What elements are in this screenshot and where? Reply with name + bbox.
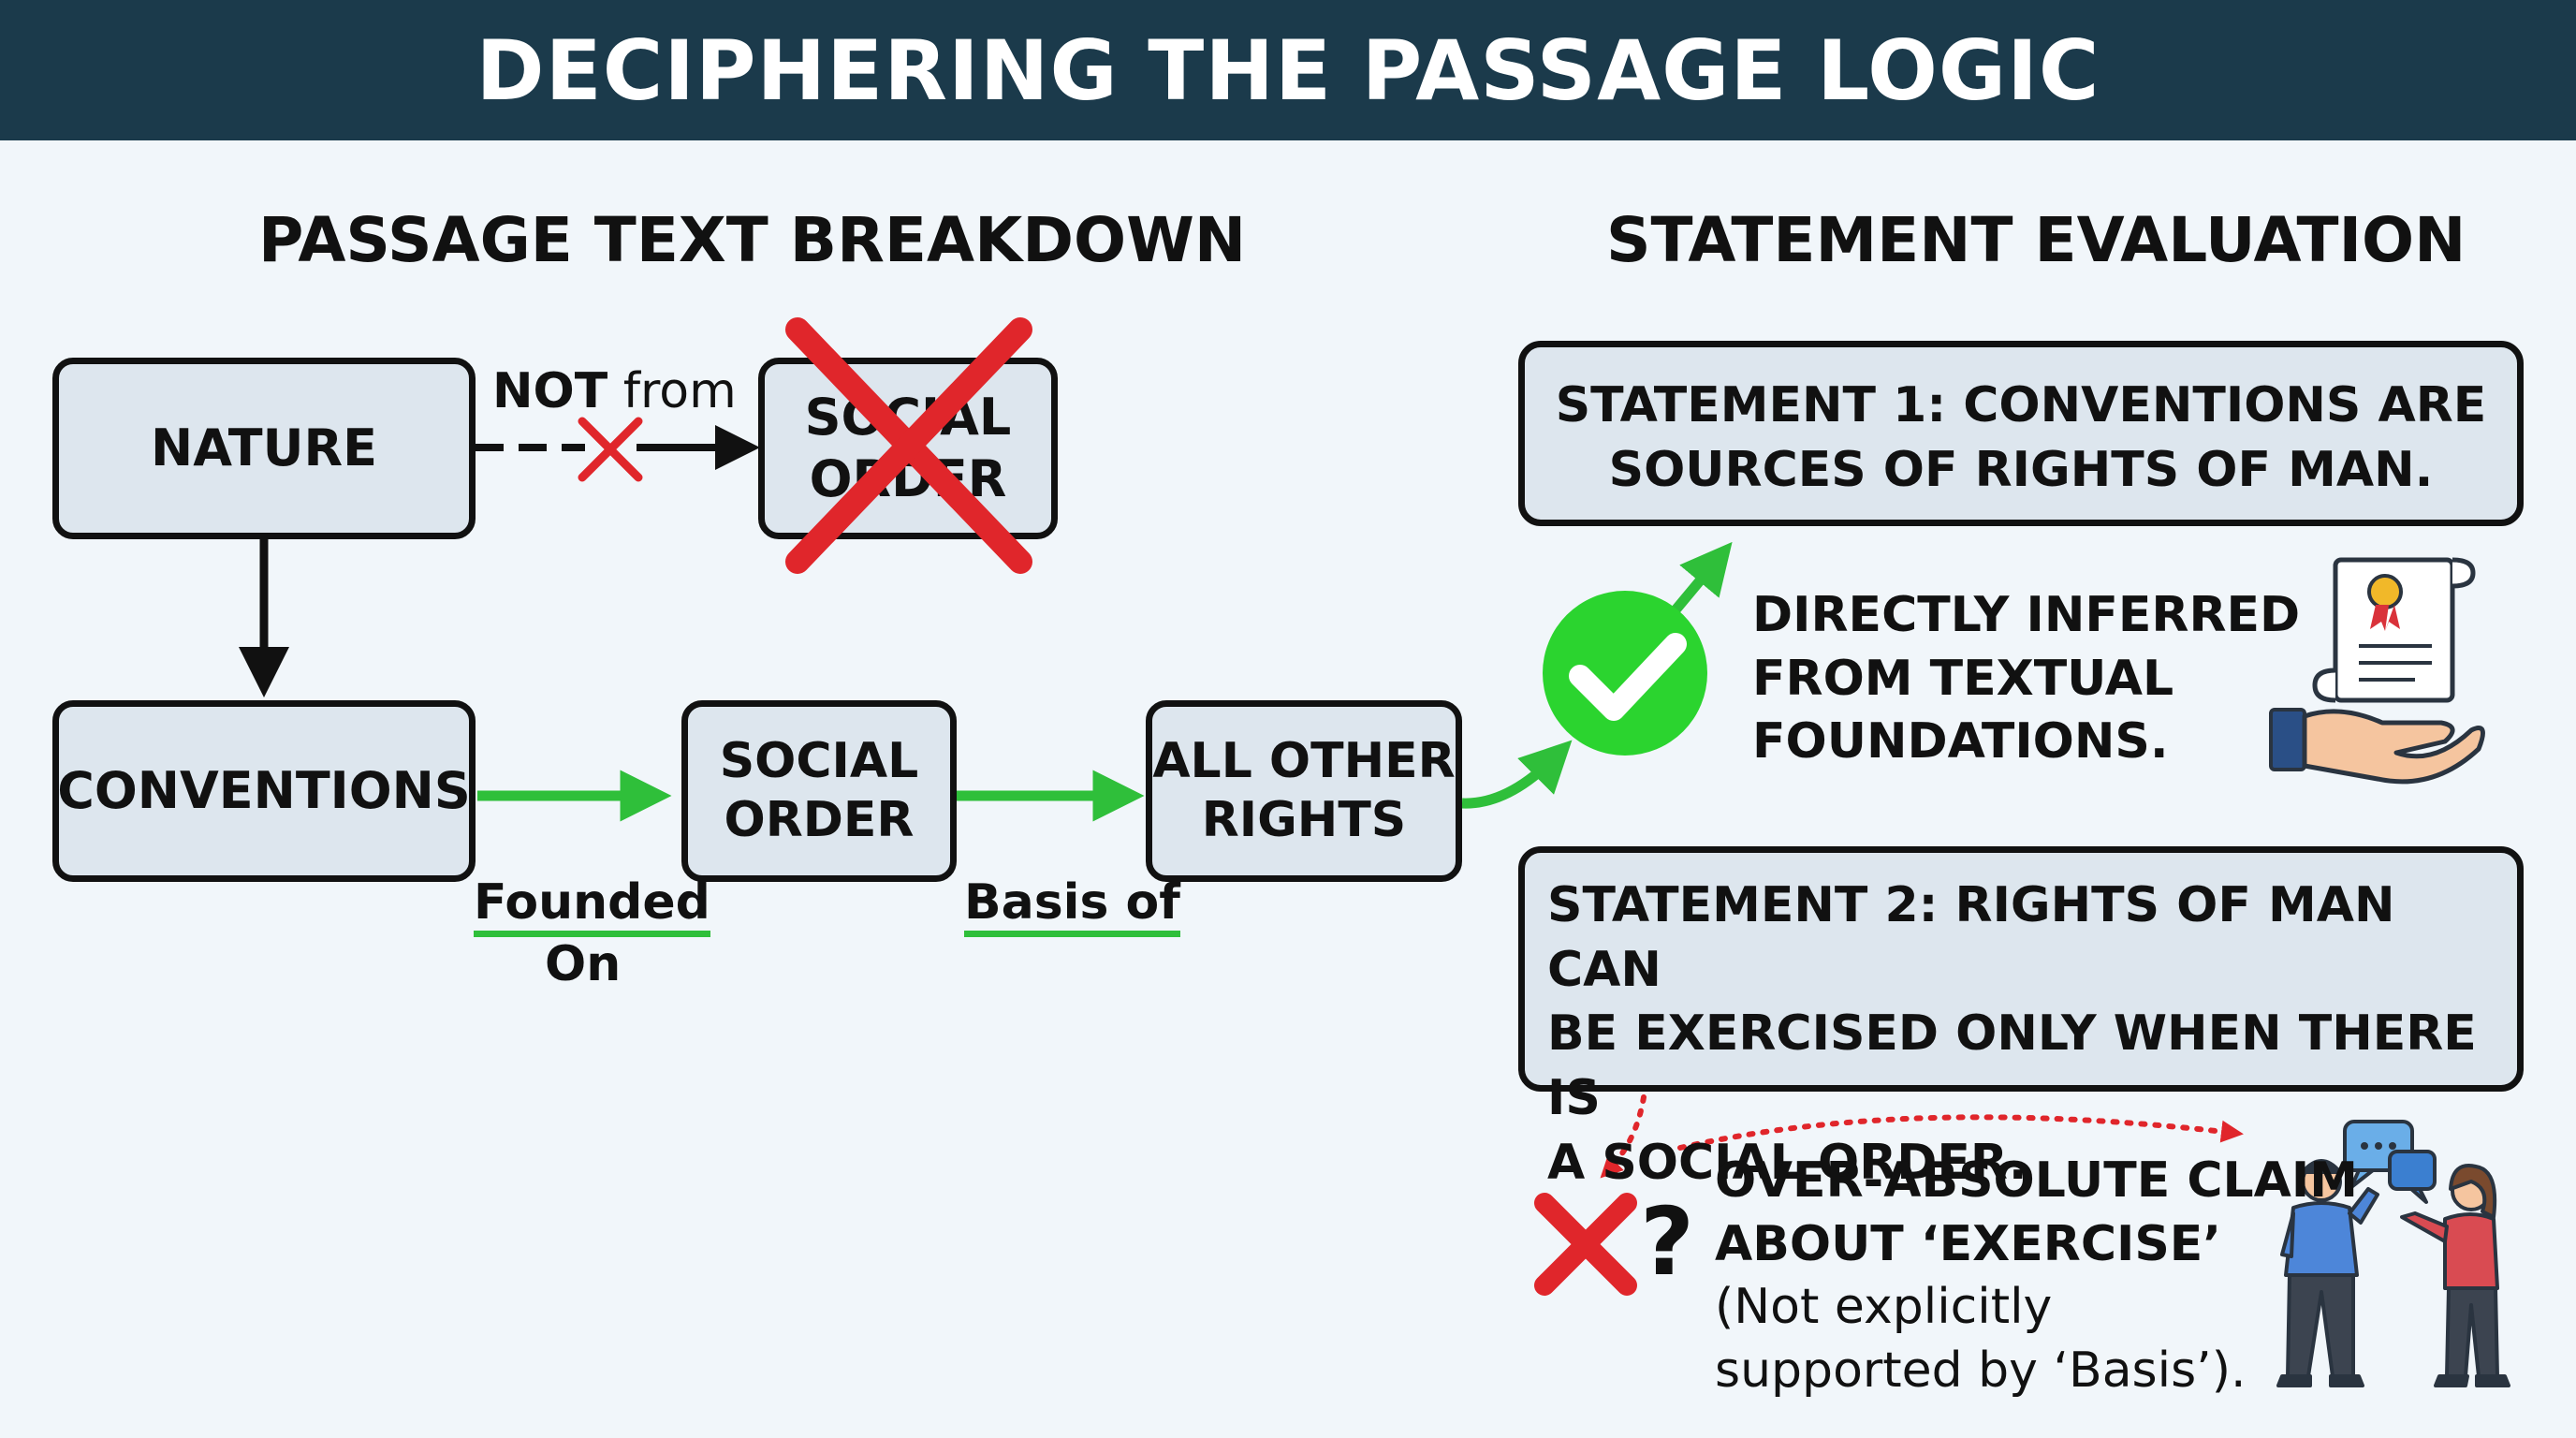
header-banner: DECIPHERING THE PASSAGE LOGIC	[0, 0, 2576, 140]
statement2-box: STATEMENT 2: RIGHTS OF MAN CAN BE EXERCI…	[1518, 846, 2524, 1191]
on-label: On	[545, 936, 622, 992]
verdict1-text: DIRECTLY INFERRED FROM TEXTUAL FOUNDATIO…	[1752, 587, 2301, 770]
rights-to-check-arrow	[1461, 740, 1573, 809]
verdict2-text: OVER-ABSOLUTE CLAIM ABOUT ‘EXERCISE’ (No…	[1715, 1152, 2358, 1399]
certificate-hand-icon	[2269, 557, 2485, 785]
cross-icon	[1534, 1193, 1637, 1296]
basis-of-label: Basis of	[964, 874, 1180, 937]
people-talking-icon	[2276, 1159, 2510, 1387]
nature-label: NATURE	[151, 418, 377, 478]
nature-box: NATURE	[52, 358, 476, 539]
conventions-label: CONVENTIONS	[57, 761, 471, 821]
social-order-box: SOCIAL ORDER	[681, 700, 957, 882]
page-title: DECIPHERING THE PASSAGE LOGIC	[476, 22, 2100, 119]
conventions-box: CONVENTIONS	[52, 700, 476, 882]
statement2-to-cross-arrow	[1600, 1094, 1647, 1179]
founded-label: Founded	[474, 874, 710, 937]
rejected-cross-icon	[785, 317, 1032, 574]
small-cross-icon	[578, 417, 643, 482]
not-from-label: NOT from	[492, 363, 737, 419]
check-icon	[1543, 591, 1707, 756]
speech-bubbles-icon	[2343, 1120, 2437, 1204]
check-to-statement1-arrow	[1669, 541, 1733, 616]
statement1-box: STATEMENT 1: CONVENTIONS ARE SOURCES OF …	[1518, 341, 2524, 526]
right-section-title: STATEMENT EVALUATION	[1606, 204, 2466, 276]
statement2-to-people-arrow	[1677, 1114, 2244, 1151]
question-mark-icon: ?	[1640, 1187, 1695, 1297]
all-other-rights-box: ALL OTHER RIGHTS	[1146, 700, 1462, 882]
left-section-title: PASSAGE TEXT BREAKDOWN	[258, 204, 1247, 276]
